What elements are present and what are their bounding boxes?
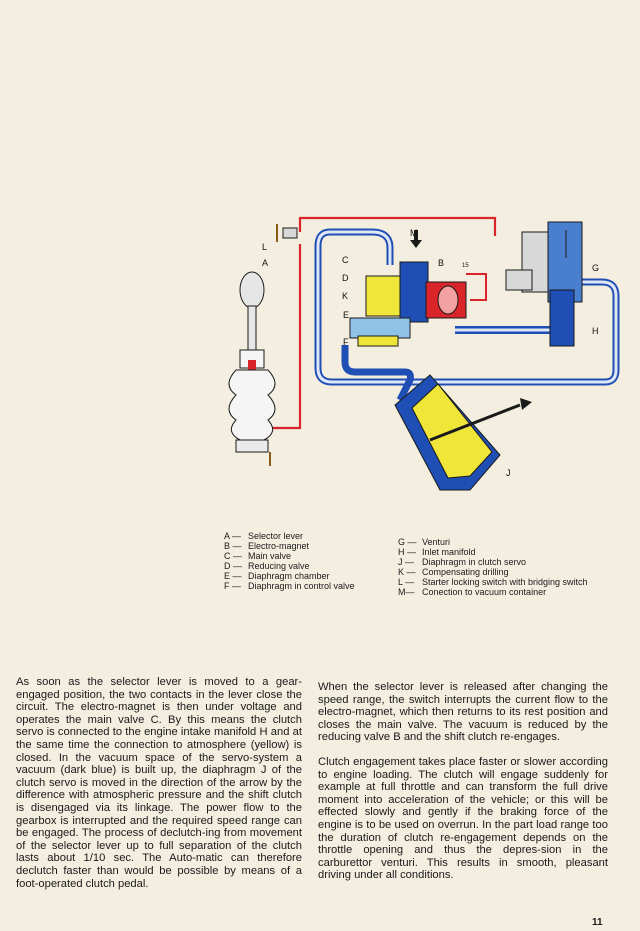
clutch-servo <box>394 374 532 491</box>
carburettor-venturi <box>505 221 583 347</box>
paragraph: When the selector lever is released afte… <box>318 681 608 744</box>
legend-item: A —Selector lever <box>224 531 304 541</box>
label-d: D <box>342 273 349 283</box>
label-f: F <box>343 337 349 347</box>
label-c: C <box>342 255 349 265</box>
label-b: B <box>438 258 444 268</box>
label-a: A <box>262 258 268 268</box>
paragraph: As soon as the selector lever is moved t… <box>16 676 302 890</box>
legend-item: B —Electro-magnet <box>224 541 310 551</box>
legend-item: G —Venturi <box>398 537 451 547</box>
legend-item: E —Diaphragm chamber <box>224 571 330 581</box>
legend-item: H —Inlet manifold <box>398 547 476 557</box>
label-j: J <box>506 468 511 478</box>
paragraph: Clutch engagement takes place faster or … <box>318 755 608 882</box>
body-column-right: When the selector lever is released afte… <box>318 681 608 894</box>
electric-wire <box>272 216 497 430</box>
legend-item: L —Starter locking switch with bridging … <box>398 577 588 587</box>
label-e: E <box>343 310 349 320</box>
label-l: L <box>262 242 267 252</box>
label-m: M <box>410 228 418 238</box>
label-g: G <box>592 263 599 273</box>
legend-item: C —Main valve <box>224 551 292 561</box>
vacuum-pipe-servo <box>341 345 414 402</box>
legend-item: M—Conection to vacuum container <box>398 587 547 597</box>
selector-lever <box>228 271 276 466</box>
legend-right: G —Venturi H —Inlet manifold J —Diaphrag… <box>398 537 588 597</box>
label-15: 15 <box>462 263 469 269</box>
vacuum-clutch-diagram: L A C D K E F M B 15 G H J <box>228 216 620 491</box>
label-h: H <box>592 326 599 336</box>
legend-item: K —Compensating drilling <box>398 567 509 577</box>
starter-locking-switch <box>276 224 298 242</box>
legend-item: D —Reducing valve <box>224 561 310 571</box>
body-column-left: As soon as the selector lever is moved t… <box>16 676 302 902</box>
label-k: K <box>342 291 348 301</box>
arrow-to-vacuum-container <box>410 230 422 248</box>
page-number: 11 <box>592 917 603 928</box>
legend-item: F —Diaphragm in control valve <box>224 581 355 591</box>
legend-left: A —Selector lever B —Electro-magnet C —M… <box>224 531 355 591</box>
electric-wire-to-magnet <box>466 273 487 301</box>
legend-item: J —Diaphragm in clutch servo <box>398 557 527 567</box>
control-valve <box>349 261 467 347</box>
